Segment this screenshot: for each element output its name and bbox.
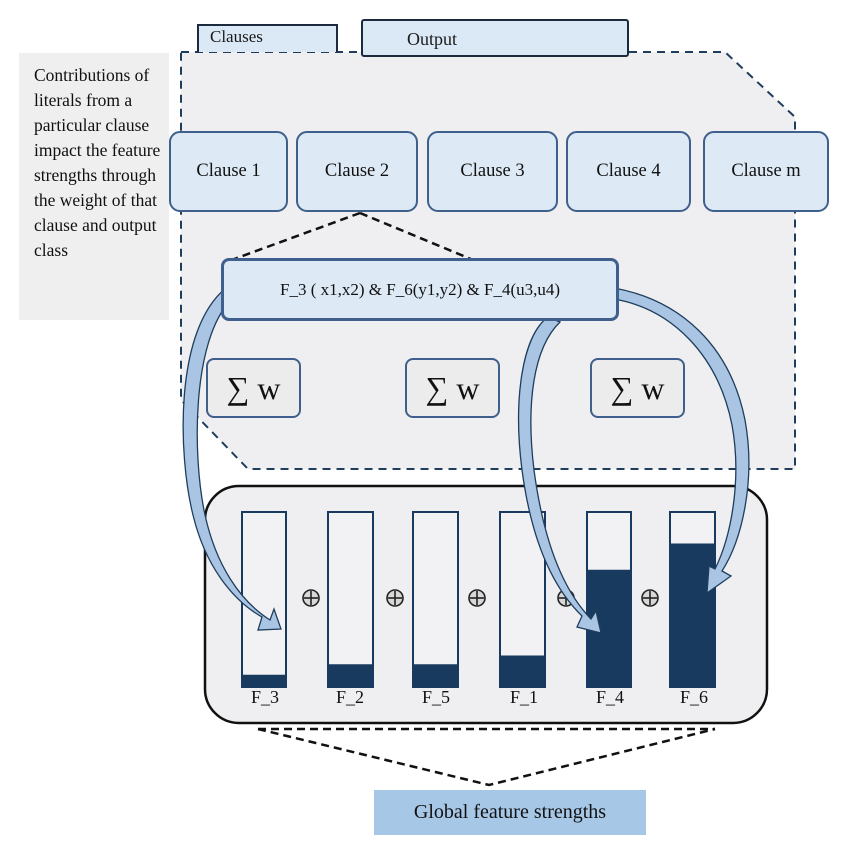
feature-fill-f5 [413,664,458,687]
arrow-f3 [182,286,282,631]
feature-label-f6: F_6 [679,687,708,707]
feature-fill-f1 [500,655,545,687]
feature-fill-f3 [242,674,286,687]
feature-fill-f2 [328,664,373,687]
clause-box-2[interactable]: Clause 2 [296,131,418,212]
feature-bar-f2 [327,511,374,688]
feature-fill-f6 [670,543,715,687]
clause-box-1[interactable]: Clause 1 [169,131,288,212]
weight-sum-3: ∑ w [590,358,685,418]
clause-formula[interactable]: F_3 ( x1,x2) & F_6(y1,y2) & F_4(u3,u4) [221,258,619,321]
clause-box-m[interactable]: Clause m [703,131,829,212]
clause-box-4[interactable]: Clause 4 [566,131,691,212]
contribution-arrows [182,286,750,634]
feature-label-f4: F_4 [595,687,624,707]
tab-output[interactable]: Output [361,19,629,57]
feature-label-f2: F_2 [335,687,364,707]
clause-box-3[interactable]: Clause 3 [427,131,558,212]
feature-label-f3: F_3 [250,687,279,707]
weight-sum-2: ∑ w [405,358,500,418]
feature-bar-f3 [241,511,287,688]
arrow-f4 [517,316,602,634]
funnel-lines [257,727,716,787]
global-feature-strengths-label: Global feature strengths [374,790,646,835]
explanation-note: Contributions of literals from a particu… [19,53,169,320]
feature-label-f5: F_5 [421,687,450,707]
weight-sum-1: ∑ w [206,358,301,418]
feature-bar-f5 [412,511,459,688]
connector-right [359,211,479,264]
feature-label-f1: F_1 [509,687,538,707]
tab-clauses[interactable]: Clauses [197,24,338,52]
connector-left [225,211,361,264]
arrow-f6 [613,287,750,595]
